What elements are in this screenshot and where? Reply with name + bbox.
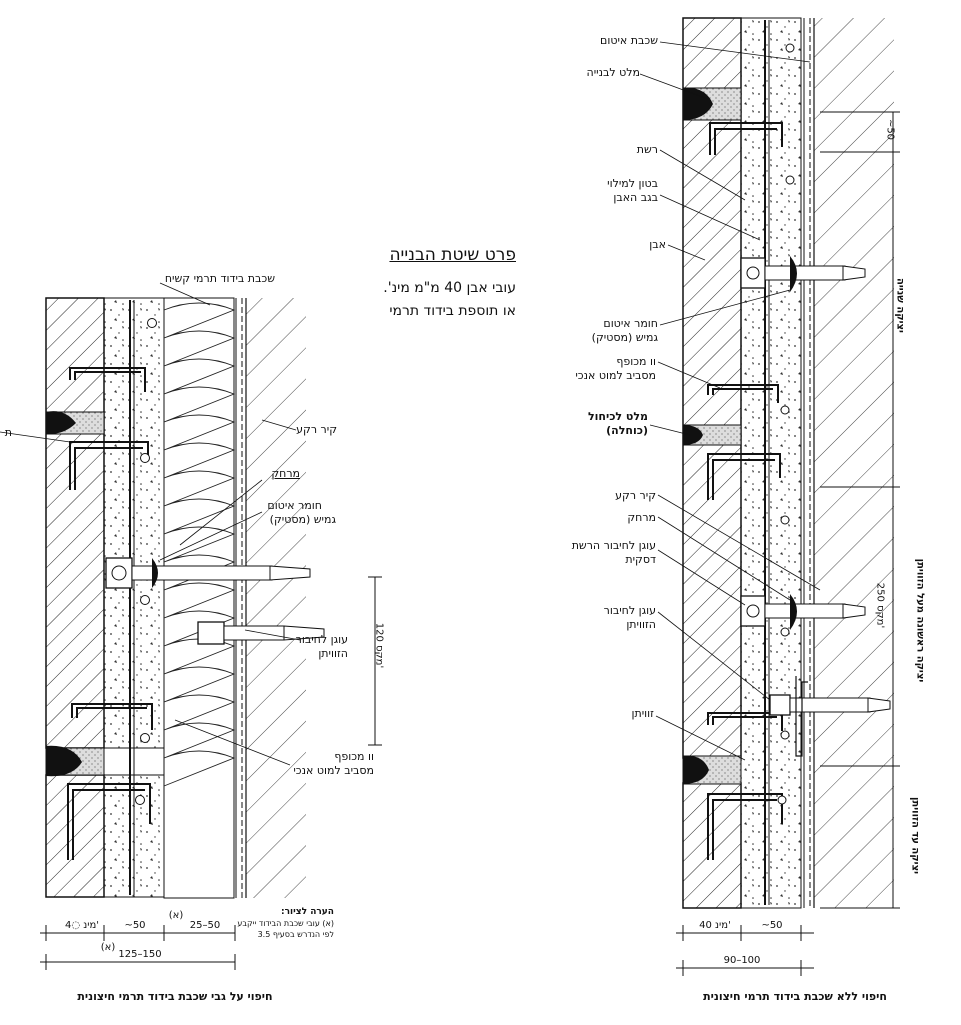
dim-left-vertical: 120 מקס' bbox=[373, 622, 385, 669]
label-anchor-left-1: עוגן לחיבור bbox=[295, 633, 348, 646]
label-hook-left-2: מסביב למוט אנכי bbox=[293, 764, 374, 777]
label-concrete-2: בגב האבן bbox=[613, 191, 658, 204]
title-line-2: או תוספת בידוד תרמי bbox=[389, 303, 516, 319]
note-line-2: לפי הנדרש בסעיף 3.5 bbox=[257, 930, 334, 939]
label-spacer-left: מרחק bbox=[271, 467, 300, 480]
label-insulation: שכבת בידוד תרמי קשיח bbox=[164, 272, 275, 285]
dim-left-total-note: (א) bbox=[100, 942, 116, 953]
label-concrete-1: בטון למילוי bbox=[607, 177, 658, 190]
label-sealant-left-2: גמיש (מסטיק) bbox=[269, 513, 336, 526]
pour-second: יציקה שנייה bbox=[894, 277, 906, 333]
label-joint-2: (כוחלה) bbox=[606, 424, 648, 437]
label-anchor-left-2: הזוויתן bbox=[318, 647, 348, 660]
dim-right-gap: ~50 bbox=[761, 920, 783, 931]
label-stone: אבן bbox=[649, 238, 666, 251]
left-detail bbox=[0, 282, 382, 970]
caption-left: חיפוי על גבי שכבת בידוד תרמי חיצונית bbox=[77, 990, 273, 1003]
page-title: פרט שיטת הבנייה bbox=[389, 245, 516, 265]
label-sealant-left-1: חומר איטום bbox=[267, 499, 322, 512]
label-hook-right-1: וו מכופף bbox=[616, 355, 656, 368]
dim-right-top: ~50 bbox=[884, 118, 896, 141]
label-sealant-right-1: חומר איטום bbox=[603, 317, 658, 330]
note-title: הערה לציור: bbox=[281, 907, 334, 917]
label-sealant-right-2: גמיש (מסטיק) bbox=[591, 331, 658, 344]
label-mesh-anchor-2: דסקית bbox=[625, 553, 656, 566]
label-sealing-layer: שכבת איטום bbox=[600, 34, 658, 47]
dim-left-stone: 4◌ מינ' bbox=[64, 920, 100, 931]
dim-left-insul: 25–50 bbox=[189, 920, 221, 931]
label-mesh-anchor-1: עוגן לחיבור הרשת bbox=[571, 539, 656, 552]
label-angle: זוויתן bbox=[631, 707, 655, 720]
pour-first-dim: 250 מקס' bbox=[874, 582, 886, 629]
dim-left-total: 125–150 bbox=[118, 949, 162, 960]
right-detail bbox=[639, 17, 900, 976]
caption-right: חיפוי ללא שכבת בידוד תרמי חיצונית bbox=[703, 990, 887, 1003]
label-joint-1: מלט לכיחול bbox=[587, 410, 648, 423]
dim-right-total: 90–100 bbox=[723, 955, 761, 966]
label-back-wall-right: קיר רקע bbox=[615, 489, 656, 502]
label-mortar: מלט לבנייה bbox=[586, 66, 640, 79]
pour-to-angle: יציקה עד הזוויתן bbox=[909, 796, 921, 875]
label-cut-edge: ת bbox=[4, 426, 12, 439]
dim-left-insul-note: (א) bbox=[168, 910, 184, 921]
note-line-1: (א) עובי שכבת הבידוד ייקבע bbox=[237, 919, 334, 928]
label-anchor-right-2: הזוויתן bbox=[626, 618, 656, 631]
title-line-1: עובי אבן 40 מ"מ מינ'. bbox=[383, 280, 516, 296]
label-hook-left-1: וו מכופף bbox=[334, 750, 374, 763]
label-back-wall-left: קיר רקע bbox=[296, 423, 337, 436]
dim-right-stone: 40 מינ' bbox=[699, 920, 731, 931]
pour-first: יציקה ראשונה מעל הזוויתן bbox=[914, 558, 926, 683]
label-hook-right-2: מסביב למוט אנכי bbox=[575, 369, 656, 382]
dim-left-gap: ~50 bbox=[124, 920, 146, 931]
label-spacer-right: מרחק bbox=[627, 511, 656, 524]
label-mesh: רשת bbox=[636, 143, 658, 156]
label-anchor-right-1: עוגן לחיבור bbox=[603, 604, 656, 617]
